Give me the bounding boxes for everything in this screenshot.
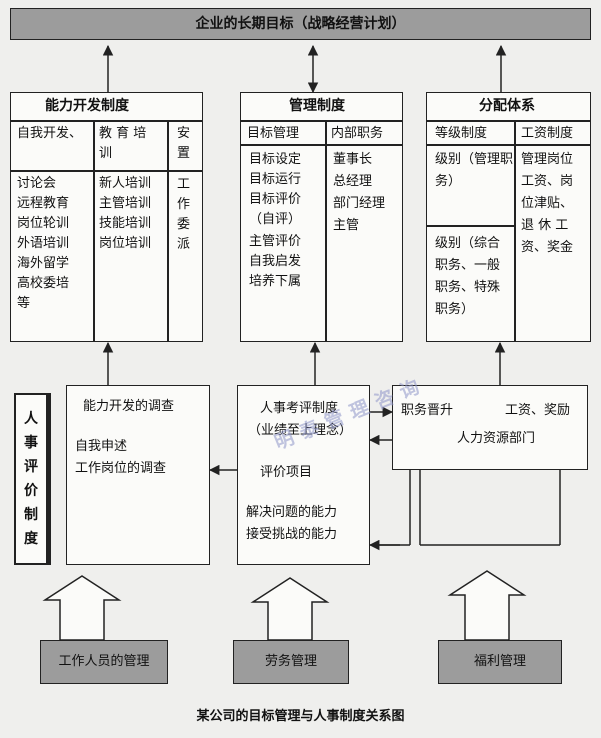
- hr-department-box: 职务晋升 工资、奖励 人力资源部门: [392, 385, 588, 470]
- welfare-management-label: 福利管理: [473, 654, 526, 669]
- distribution-block: 分配体系 等级制度 工资制度 级别（管理职 务） 级别（综合 职务、一般 职务、…: [426, 92, 591, 342]
- title-bar: 企业的长期目标（战略经营计划）: [10, 8, 591, 40]
- training-item-4: 岗位培训: [99, 236, 152, 251]
- ability-col2-head-2: 训: [99, 146, 113, 161]
- post-item-4: 主管: [333, 218, 360, 233]
- mgmt-item-7: 培养下属: [249, 274, 302, 289]
- ability-item-6: 高校委培: [17, 276, 70, 291]
- wage-line-3: 位津贴、: [521, 196, 574, 211]
- grade-a-line-1: 级别（管理职: [435, 152, 514, 167]
- labor-management-box: 劳务管理: [233, 640, 349, 684]
- dist-col2-head: 工资制度: [521, 126, 574, 141]
- mgmt-item-3: 目标评价: [249, 192, 302, 207]
- wage-line-4: 退 休 工: [521, 218, 569, 233]
- hr-dept-label: 人力资源部门: [457, 431, 536, 446]
- ability-item-1: 讨论会: [17, 176, 57, 191]
- grade-b-line-3: 职务、特殊: [435, 280, 501, 295]
- post-item-1: 董事长: [333, 152, 373, 167]
- wage-line-2: 工资、岗: [521, 174, 574, 189]
- appraisal-box: 人事考评制度 （业绩至上理念） 评价项目 解决问题的能力 接受挑战的能力: [237, 385, 370, 565]
- ability-item-2: 远程教育: [17, 196, 70, 211]
- survey-box: 能力开发的调查 自我申述 工作岗位的调查: [66, 385, 210, 565]
- appraisal-item-2: 接受挑战的能力: [246, 527, 338, 542]
- staff-management-box: 工作人员的管理: [40, 640, 168, 684]
- survey-line-1: 自我申述: [75, 439, 128, 454]
- hollow-arrow-1: [42, 575, 122, 641]
- post-item-2: 总经理: [333, 174, 373, 189]
- figure-caption: 某公司的目标管理与人事制度关系图: [196, 709, 405, 724]
- personnel-evaluation-label: 人事评价制度: [24, 411, 38, 547]
- hr-wage-reward: 工资、奖励: [505, 403, 571, 418]
- ability-col2-head-1: 教 育 培: [99, 126, 147, 141]
- ability-item-3: 岗位轮训: [17, 216, 70, 231]
- hollow-arrow-3: [447, 570, 527, 641]
- ability-block: 能力开发制度 自我开发、 教 育 培 训 安 置 讨论会 远程教育 岗位轮训 外…: [10, 92, 203, 342]
- grade-b-line-1: 级别（综合: [435, 236, 501, 251]
- grade-b-line-4: 职务）: [435, 302, 475, 317]
- management-block: 管理制度 目标管理 内部职务 目标设定 目标运行 目标评价 （自评） 主管评价 …: [240, 92, 403, 342]
- mgmt-item-6: 自我启发: [249, 254, 302, 269]
- ability-col1-head: 自我开发、: [17, 126, 83, 141]
- labor-management-label: 劳务管理: [264, 654, 317, 669]
- appraisal-title: 人事考评制度: [260, 401, 339, 416]
- ability-col3-head-2: 置: [177, 146, 191, 161]
- hollow-arrow-2: [250, 577, 330, 641]
- grade-b-line-2: 职务、一般: [435, 258, 501, 273]
- distribution-header: 分配体系: [479, 98, 535, 114]
- appraisal-subtitle: （业绩至上理念）: [248, 423, 353, 438]
- post-item-3: 部门经理: [333, 196, 386, 211]
- survey-line-2: 工作岗位的调查: [75, 461, 167, 476]
- ability-item-7: 等: [17, 296, 31, 311]
- staff-management-label: 工作人员的管理: [58, 654, 150, 669]
- ability-col3-head-1: 安: [177, 126, 191, 141]
- hr-promotion: 职务晋升: [401, 403, 454, 418]
- wage-line-5: 资、奖金: [521, 240, 574, 255]
- training-item-2: 主管培训: [99, 196, 152, 211]
- dist-col1-head: 等级制度: [435, 126, 488, 141]
- mgmt-col1-head: 目标管理: [247, 126, 300, 141]
- ability-item-4: 外语培训: [17, 236, 70, 251]
- appraisal-item-head: 评价项目: [260, 465, 313, 480]
- mgmt-item-2: 目标运行: [249, 172, 302, 187]
- mgmt-item-4: （自评）: [249, 212, 302, 227]
- welfare-management-box: 福利管理: [438, 640, 562, 684]
- mgmt-item-1: 目标设定: [249, 152, 302, 167]
- mgmt-col2-head: 内部职务: [331, 126, 384, 141]
- ability-item-5: 海外留学: [17, 256, 70, 271]
- page-title: 企业的长期目标（战略经营计划）: [195, 16, 406, 32]
- training-item-3: 技能培训: [99, 216, 152, 231]
- ability-header: 能力开发制度: [45, 98, 129, 114]
- mgmt-item-5: 主管评价: [249, 234, 302, 249]
- training-item-1: 新人培训: [99, 176, 152, 191]
- appraisal-item-1: 解决问题的能力: [246, 505, 338, 520]
- wage-line-1: 管理岗位: [521, 152, 574, 167]
- grade-a-line-2: 务）: [435, 174, 462, 189]
- survey-title: 能力开发的调查: [83, 399, 175, 414]
- management-header: 管理制度: [289, 98, 345, 114]
- placement-vertical-text: 工作委派: [177, 177, 191, 252]
- personnel-evaluation-box: 人事评价制度: [14, 393, 48, 565]
